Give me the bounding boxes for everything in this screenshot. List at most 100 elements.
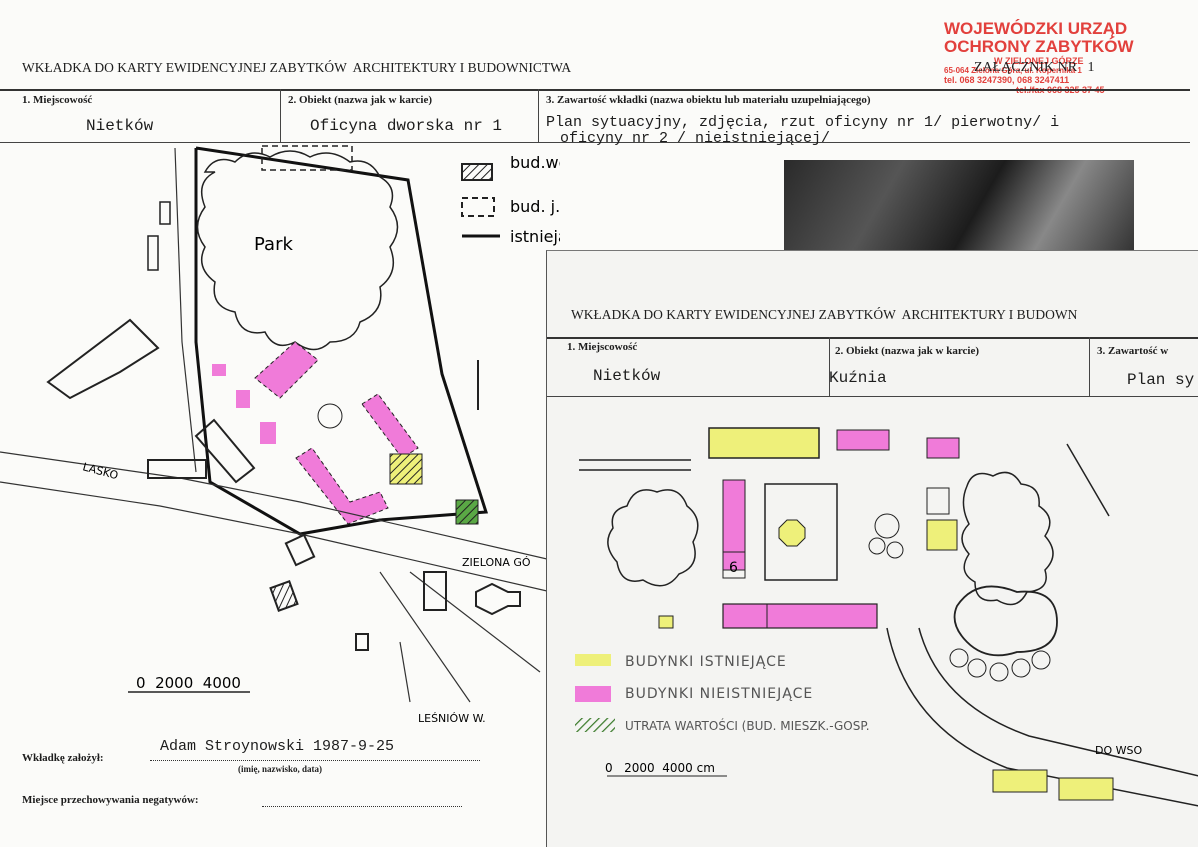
- author-value: Adam Stroynowski 1987-9-25: [160, 738, 395, 755]
- north-arrow-2: [1066, 443, 1110, 517]
- road-edge-5: [409, 571, 541, 673]
- field2-value: Oficyna dworska nr 1: [310, 117, 503, 135]
- kuznia-building-pink-top-2: [926, 437, 960, 459]
- sheet2-rule-2: [547, 396, 1198, 397]
- courtyard-rect: [764, 483, 838, 581]
- outside-building-7: [269, 580, 299, 612]
- site-plan-1: bud.wchodzące w skład założenia-istnieją…: [0, 145, 560, 725]
- outside-building-1: [46, 318, 160, 400]
- circle-tree-1: [874, 513, 900, 539]
- field3-line-2: oficyny nr 2 / nieistniejącej/: [560, 130, 831, 147]
- field1-label: 1. Miejscowość: [22, 94, 93, 106]
- kuznia-building-6: [722, 551, 746, 579]
- sheet2-divider-1: [829, 337, 830, 396]
- stamp-line-2: OCHRONY ZABYTKÓW: [944, 37, 1134, 56]
- sheet1-heading: WKŁADKA DO KARTY EWIDENCYJNEJ ZABYTKÓW A…: [22, 60, 572, 75]
- field3-label: 3. Zawartość wkładki (nazwa obiektu lub …: [546, 94, 871, 106]
- former-building-4: [260, 422, 276, 444]
- negatives-label: Miejsce przechowywania negatywów:: [22, 794, 199, 806]
- office-stamp: WOJEWÓDZKI URZĄD OCHRONY ZABYTKÓW W ZIEL…: [944, 19, 1144, 96]
- field-divider-2: [538, 89, 539, 142]
- sheet2-field1-value: Nietków: [593, 367, 661, 385]
- field3-line-1: Plan sytuacyjny, zdjęcia, rzut oficyny n…: [546, 114, 1060, 131]
- sheet2-rule: [547, 337, 1198, 339]
- church-building-2: [475, 582, 521, 616]
- site-plan-2: 6 DO WSO BUDYNKI ISTNIEJ: [575, 427, 1198, 807]
- church-building: [423, 571, 447, 611]
- photo-thumbnail: [784, 160, 1134, 252]
- map1-scale: 0 2000 4000: [136, 674, 241, 692]
- legend-missing-swatch: [575, 686, 611, 702]
- road-edge-2: [0, 481, 560, 595]
- kuznia-road-curve-2: [918, 627, 1198, 777]
- attachment-number: ZAŁĄCZNIK NR 1: [974, 60, 1095, 75]
- kuznia-road-curve-1: [886, 627, 1198, 807]
- sheet2-field2-value: Kuźnia: [829, 369, 887, 387]
- kuznia-building-yellow-br-2: [1058, 777, 1114, 801]
- former-building-5: [295, 447, 389, 525]
- kuznia-building-pink-top-1: [836, 429, 890, 451]
- legend-existing-swatch: [575, 654, 611, 666]
- former-building-6: [361, 393, 419, 459]
- legend-missing-label: BUDYNKI NIEISTNIEJĄCE: [625, 686, 813, 702]
- pond: [953, 585, 1058, 657]
- legend-hatched-swatch: [461, 163, 493, 181]
- outside-building-2: [147, 235, 159, 271]
- legend-lost-label: UTRATA WARTOŚCI (BUD. MIESZK.-GOSP.: [625, 718, 870, 733]
- former-building-3: [236, 390, 250, 408]
- tree-cluster-right: [961, 471, 1054, 606]
- kuznia-building-yellow-top: [708, 427, 820, 459]
- kuznia-building-yellow-br-1: [992, 769, 1048, 793]
- pond-tree-3: [989, 662, 1009, 682]
- field2-label: 2. Obiekt (nazwa jak w karcie): [288, 94, 433, 106]
- sheet2-field3-value: Plan sy: [1127, 371, 1195, 389]
- sheet2-divider-2: [1089, 337, 1090, 396]
- park-tree-cluster: [196, 150, 399, 351]
- existing-building-hatched: [389, 453, 423, 485]
- legend-lost-swatch: [575, 718, 615, 732]
- road-label-lasko: LASKO: [81, 460, 120, 482]
- pond-tree-2: [967, 658, 987, 678]
- road-label-do-wso: DO WSO: [1095, 744, 1142, 757]
- stamp-line-1: WOJEWÓDZKI URZĄD: [944, 19, 1128, 38]
- tree-circle: [317, 403, 343, 429]
- legend-existing-label: BUDYNKI ISTNIEJĄCE: [625, 654, 787, 670]
- existing-building-green-hatch: [455, 499, 479, 525]
- outside-building-8: [355, 633, 369, 651]
- tree-cluster-left: [607, 489, 699, 587]
- overlay-sheet-kuznia: WKŁADKA DO KARTY EWIDENCYJNEJ ZABYTKÓW A…: [546, 250, 1198, 847]
- field1-value: Nietków: [86, 117, 154, 135]
- road-edge-4: [379, 571, 471, 703]
- outside-building-4: [194, 418, 256, 484]
- road-label-lesniow: LEŚNIÓW W.: [418, 712, 486, 725]
- author-underline: [150, 760, 480, 761]
- sheet2-field3-label: 3. Zawartość w: [1097, 345, 1169, 357]
- circle-tree-2: [868, 537, 886, 555]
- road-edge-3: [174, 147, 197, 473]
- sheet2-field2-label: 2. Obiekt (nazwa jak w karcie): [835, 345, 980, 357]
- header-rule-2: [0, 142, 1190, 143]
- author-label: Wkładkę założył:: [22, 752, 104, 764]
- sheet2-field1-label: 1. Miejscowość: [567, 341, 638, 353]
- kuznia-building-yellow-tiny: [658, 615, 674, 629]
- road-edge-1: [0, 451, 560, 563]
- former-building-top: [261, 145, 353, 171]
- road-edge-6: [399, 641, 411, 703]
- pond-tree-5: [1031, 650, 1051, 670]
- negatives-underline: [262, 806, 462, 807]
- former-building-2: [212, 364, 226, 376]
- pond-tree-4: [1011, 658, 1031, 678]
- building-number-6: 6: [729, 560, 738, 576]
- legend-line-label: istniejące ogrodzenie: [510, 227, 560, 246]
- map2-scale: 0 2000 4000 cm: [605, 761, 715, 775]
- legend-hatched-label: bud.wchodzące w skład założenia-istnieją…: [510, 153, 560, 172]
- author-caption: (imię, nazwisko, data): [238, 764, 322, 774]
- park-label: Park: [254, 234, 293, 255]
- octagon-well: [778, 519, 806, 547]
- kuznia-building-pink-long: [722, 603, 878, 629]
- pond-tree-1: [949, 648, 969, 668]
- stamp-line-4: 65-064 Zielona Góra, ul. Kopernika 1: [944, 66, 1082, 75]
- road-label-zielona: ZIELONA GÓ: [462, 556, 531, 569]
- legend-dashed-label: bud. j.w.-nieistniejące: [510, 197, 560, 216]
- header-rule: [0, 89, 1190, 91]
